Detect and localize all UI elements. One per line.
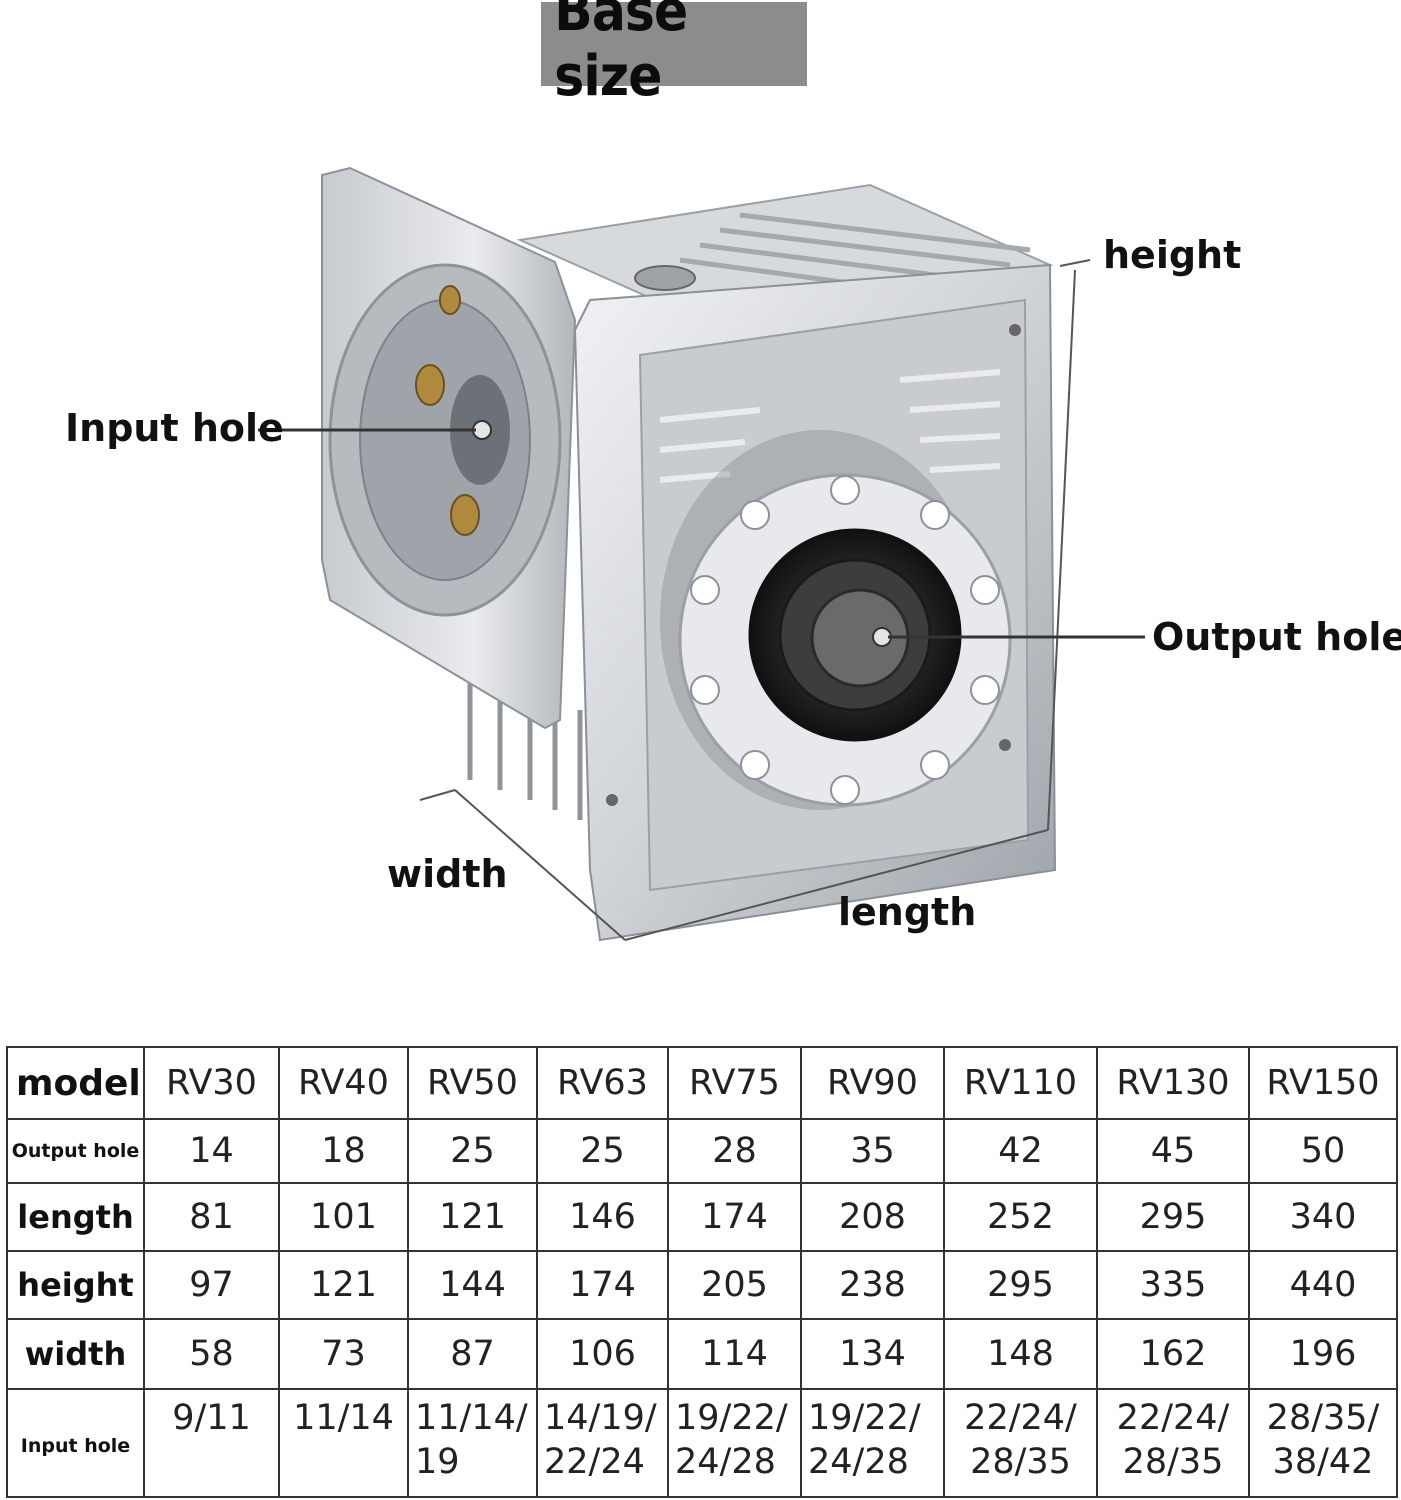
housing-top [516, 183, 1054, 322]
model-cell: RV63 [536, 1046, 669, 1120]
table-cell: 440 [1248, 1250, 1398, 1320]
table-cell: 205 [667, 1250, 802, 1320]
table-row-output-hole: Output hole 14 18 25 25 28 35 42 45 50 [6, 1118, 1398, 1184]
table-cell: 238 [800, 1250, 945, 1320]
table-cell: 25 [536, 1118, 669, 1184]
table-cell: 114 [667, 1318, 802, 1390]
table-cell: 97 [143, 1250, 280, 1320]
table-cell: 106 [536, 1318, 669, 1390]
table-row-model: model RV30 RV40 RV50 RV63 RV75 RV90 RV11… [6, 1046, 1398, 1120]
cell-line: 24/28 [808, 1442, 909, 1482]
table-cell: 121 [278, 1250, 409, 1320]
cell-line: 11/14/ [415, 1398, 528, 1438]
model-cell: RV40 [278, 1046, 409, 1120]
model-cell: RV30 [143, 1046, 280, 1120]
table-row-width: width 58 73 87 106 114 134 148 162 196 [6, 1318, 1398, 1390]
row-label-input-hole: Input hole [6, 1388, 145, 1498]
model-cell: RV50 [407, 1046, 538, 1120]
spec-table: model RV30 RV40 RV50 RV63 RV75 RV90 RV11… [6, 1046, 1398, 1498]
label-height: height [1103, 233, 1242, 277]
table-cell: 87 [407, 1318, 538, 1390]
model-cell: RV90 [800, 1046, 945, 1120]
cell-line: 22/24/ [964, 1398, 1077, 1438]
label-length: length [838, 890, 977, 934]
input-flange [321, 166, 577, 730]
label-width: width [387, 852, 508, 896]
table-cell: 22/24/28/35 [1096, 1388, 1250, 1498]
table-cell: 14 [143, 1118, 280, 1184]
cell-line: 22/24 [544, 1442, 645, 1482]
table-cell: 146 [536, 1182, 669, 1252]
table-cell: 58 [143, 1318, 280, 1390]
cell-line: 38/42 [1272, 1442, 1374, 1482]
table-cell: 335 [1096, 1250, 1250, 1320]
cell-line: 28/35/ [1266, 1398, 1380, 1438]
table-cell: 18 [278, 1118, 409, 1184]
table-cell: 25 [407, 1118, 538, 1184]
label-output-hole: Output hole [1152, 615, 1401, 659]
table-cell: 174 [667, 1182, 802, 1252]
model-cell: RV150 [1248, 1046, 1398, 1120]
table-row-length: length 81 101 121 146 174 208 252 295 34… [6, 1182, 1398, 1252]
table-cell: 340 [1248, 1182, 1398, 1252]
row-label-model: model [6, 1046, 145, 1120]
row-label-height: height [6, 1250, 145, 1320]
table-cell: 101 [278, 1182, 409, 1252]
table-row-input-hole: Input hole 9/11 11/14 11/14/19 14/19/22/… [6, 1388, 1398, 1498]
cell-line: 28/35 [970, 1442, 1071, 1482]
table-cell: 11/14 [278, 1388, 409, 1498]
cell-line: 9/11 [172, 1398, 251, 1438]
table-cell: 174 [536, 1250, 669, 1320]
label-input-hole: Input hole [65, 406, 284, 450]
model-cell: RV75 [667, 1046, 802, 1120]
table-cell: 208 [800, 1182, 945, 1252]
cell-line: 24/28 [675, 1442, 776, 1482]
table-cell: 73 [278, 1318, 409, 1390]
cell-line: 11/14 [293, 1398, 394, 1438]
table-cell: 28 [667, 1118, 802, 1184]
row-label-length: length [6, 1182, 145, 1252]
table-cell: 295 [1096, 1182, 1250, 1252]
table-cell: 19/22/24/28 [667, 1388, 802, 1498]
page-title: Base size [554, 0, 688, 109]
table-cell: 148 [943, 1318, 1098, 1390]
dimension-lines [419, 259, 1091, 941]
table-cell: 196 [1248, 1318, 1398, 1390]
model-cell: RV130 [1096, 1046, 1250, 1120]
table-cell: 121 [407, 1182, 538, 1252]
table-row-height: height 97 121 144 174 205 238 295 335 44… [6, 1250, 1398, 1320]
row-label-width: width [6, 1318, 145, 1390]
model-cell: RV110 [943, 1046, 1098, 1120]
table-cell: 252 [943, 1182, 1098, 1252]
cell-line: 19/22/ [675, 1398, 788, 1438]
table-cell: 134 [800, 1318, 945, 1390]
table-cell: 19/22/24/28 [800, 1388, 945, 1498]
table-cell: 11/14/19 [407, 1388, 538, 1498]
table-cell: 14/19/22/24 [536, 1388, 669, 1498]
cell-line: 19/22/ [808, 1398, 921, 1438]
table-cell: 162 [1096, 1318, 1250, 1390]
table-cell: 45 [1096, 1118, 1250, 1184]
table-cell: 35 [800, 1118, 945, 1184]
cell-line: 14/19/ [544, 1398, 657, 1438]
title-banner: Base size [541, 0, 807, 109]
output-flange [660, 430, 1012, 810]
table-cell: 42 [943, 1118, 1098, 1184]
row-label-output-hole: Output hole [6, 1118, 145, 1184]
table-cell: 50 [1248, 1118, 1398, 1184]
cell-line: 22/24/ [1116, 1398, 1230, 1438]
table-cell: 81 [143, 1182, 280, 1252]
callout-leaders [258, 428, 1145, 639]
breather-plug-icon [634, 265, 696, 291]
table-cell: 295 [943, 1250, 1098, 1320]
table-cell: 144 [407, 1250, 538, 1320]
table-cell: 22/24/28/35 [943, 1388, 1098, 1498]
table-cell: 9/11 [143, 1388, 280, 1498]
gearbox-illustration [258, 166, 1145, 942]
cell-line: 19 [415, 1442, 460, 1482]
cell-line: 28/35 [1122, 1442, 1224, 1482]
table-cell: 28/35/38/42 [1248, 1388, 1398, 1498]
